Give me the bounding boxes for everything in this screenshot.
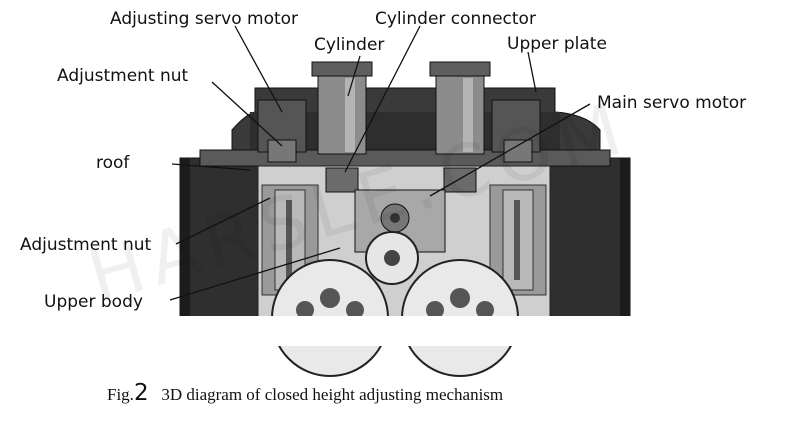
label-adjustment-nut-top: Adjustment nut (57, 66, 189, 86)
leader-main-servo-motor (429, 103, 591, 197)
leader-roof (171, 163, 251, 171)
caption-number: 2 (133, 380, 149, 406)
label-adjusting-servo-motor: Adjusting servo motor (110, 9, 299, 29)
leader-upper-body (169, 247, 341, 301)
main-servo-hub-inner (390, 213, 400, 223)
big-gear-left-hole1 (320, 288, 340, 308)
big-gear-right-hole3 (476, 301, 494, 319)
big-gear-right-hole1 (450, 288, 470, 308)
label-cylinder-connector: Cylinder connector (375, 9, 536, 29)
leader-adjusting-servo-motor (234, 25, 283, 113)
label-roof: roof (96, 153, 130, 173)
cylinder-left (317, 61, 367, 155)
big-gear-right-hole2 (426, 301, 444, 319)
label-main-servo-motor: Main servo motor (597, 93, 747, 113)
figure-caption: Fig.2 3D diagram of closed height adjust… (107, 380, 503, 406)
cylinder-right-cap (429, 61, 491, 77)
big-gear-left-hole3 (346, 301, 364, 319)
leader-adjustment-nut-top (211, 81, 283, 147)
left-column (179, 157, 261, 319)
label-cylinder: Cylinder (314, 35, 385, 55)
caption-prefix: Fig. (107, 385, 134, 404)
leader-lines (169, 25, 591, 301)
caption-text: 3D diagram of closed height adjusting me… (161, 385, 504, 404)
leader-cylinder (347, 55, 361, 97)
cylinder-left-shine (345, 78, 355, 152)
label-adjustment-nut-bottom: Adjustment nut (20, 235, 152, 255)
cylinder-left-cap (311, 61, 373, 77)
right-column-edge (620, 158, 630, 318)
leader-adjustment-nut-bottom (175, 197, 271, 245)
label-upper-plate: Upper plate (507, 34, 607, 54)
drawing-cutoff (170, 316, 640, 346)
left-nut (267, 139, 297, 163)
cylinder-right (435, 61, 485, 155)
right-nut (503, 139, 533, 163)
label-upper-body: Upper body (44, 292, 143, 312)
left-rod (286, 200, 292, 280)
leader-cylinder-connector (344, 25, 421, 173)
left-column-edge (180, 158, 190, 318)
cylinder-right-shine (463, 78, 473, 152)
connector-left (325, 167, 359, 193)
big-gear-left-hole2 (296, 301, 314, 319)
small-gear-hub (384, 250, 400, 266)
leader-upper-plate (527, 51, 537, 93)
right-rod (514, 200, 520, 280)
